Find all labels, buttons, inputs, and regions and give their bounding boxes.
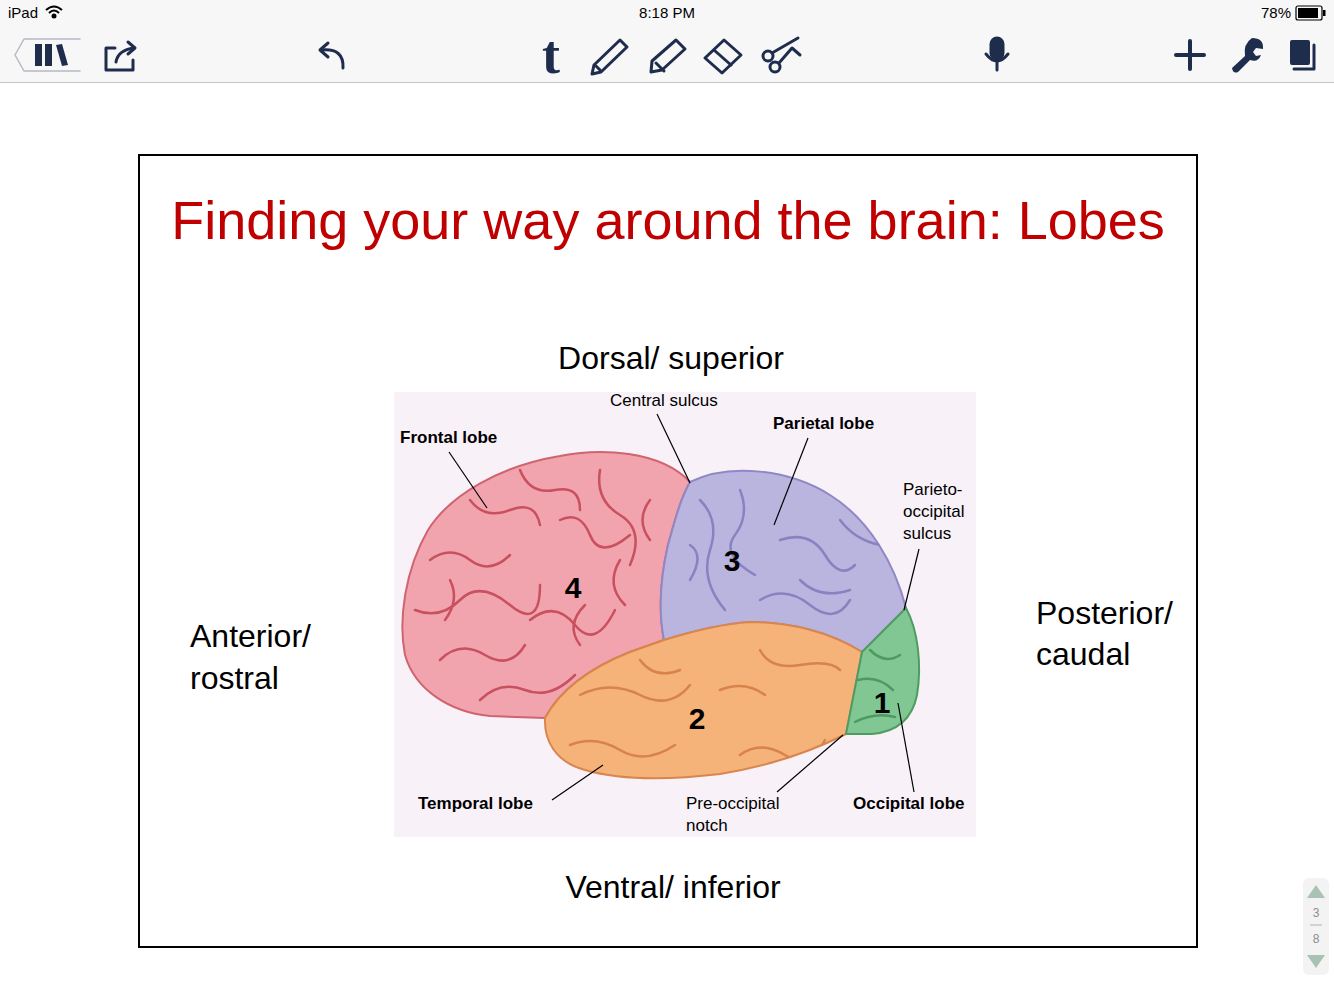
- lobe-label: Occipital lobe: [853, 794, 964, 814]
- scissors-icon: [763, 38, 800, 72]
- occipital-lobe: [846, 608, 919, 734]
- toolbar-background: [0, 0, 1334, 82]
- status-time: 8:18 PM: [639, 3, 695, 23]
- lobe-label: Temporal lobe: [418, 794, 533, 814]
- microphone-icon: [986, 38, 1008, 70]
- pages-icon: [1290, 40, 1314, 69]
- plus-icon: [1176, 41, 1204, 69]
- toolbar-border: [0, 82, 1334, 83]
- direction-label: Anterior/ rostral: [190, 615, 355, 699]
- share-icon: [106, 42, 135, 70]
- wrench-icon: [1232, 38, 1263, 73]
- callout-number: 3: [724, 544, 741, 578]
- temporal-gyri: [570, 650, 840, 760]
- page-indicator: [1303, 878, 1329, 975]
- page-number: 3: [1313, 906, 1320, 920]
- part-label: Parieto- occipital sulcus: [903, 479, 981, 545]
- pen-icon: [592, 40, 627, 74]
- part-label: Central sulcus: [610, 391, 718, 411]
- occipital-gyri: [855, 650, 900, 722]
- library-icon: [35, 44, 68, 66]
- callout-number: 1: [874, 686, 891, 720]
- text-tool-icon: t: [542, 27, 560, 83]
- callout-number: 2: [689, 702, 706, 736]
- highlighter-icon: [651, 40, 685, 72]
- lobe-label: Frontal lobe: [400, 428, 497, 448]
- leader-lines: [449, 414, 919, 800]
- parietal-gyri: [690, 490, 880, 614]
- undo-icon: [320, 43, 343, 68]
- direction-label: Posterior/ caudal: [1036, 593, 1211, 675]
- part-label: Pre-occipital notch: [686, 793, 800, 837]
- wifi-icon: [46, 7, 62, 18]
- slide-frame: [139, 155, 1197, 947]
- battery-icon: [1296, 6, 1326, 20]
- status-text: iPad: [8, 3, 38, 23]
- back-button: [15, 39, 80, 71]
- callout-number: 4: [565, 571, 582, 605]
- page-number: 8: [1313, 932, 1320, 946]
- temporal-lobe: [545, 622, 862, 778]
- battery-percent: 78%: [1261, 3, 1291, 23]
- direction-label: Dorsal/ superior: [558, 338, 784, 378]
- slide-title: Finding your way around the brain: Lobes: [168, 184, 1168, 256]
- figure-background: [394, 392, 976, 837]
- direction-label: Ventral/ inferior: [565, 867, 780, 907]
- lobe-label: Parietal lobe: [773, 414, 874, 434]
- eraser-icon: [705, 40, 741, 73]
- frontal-gyri: [415, 470, 650, 700]
